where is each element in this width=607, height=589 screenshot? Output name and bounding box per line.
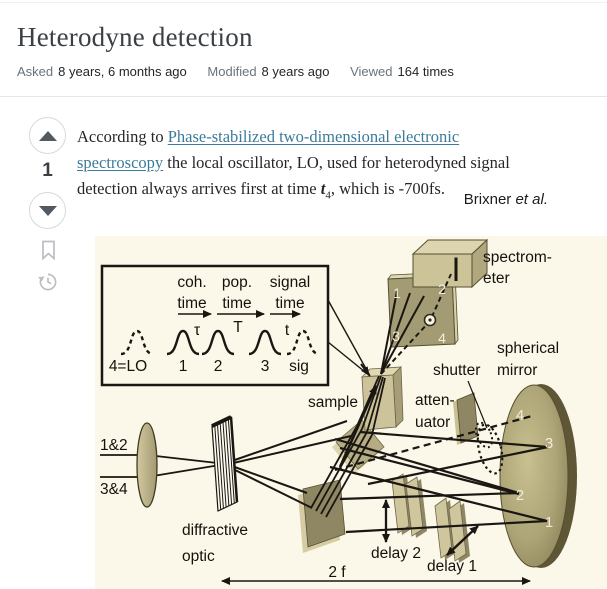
attenuator-label-2: uator: [415, 414, 450, 431]
delay2-plates[interactable]: [391, 473, 427, 538]
fold-mirror: [298, 479, 346, 553]
coh-time-label-1: coh.: [177, 274, 206, 291]
beams-1-2-label: 1&2: [100, 437, 128, 454]
question-text-3: , which is -700fs.: [330, 178, 445, 198]
paper-link[interactable]: Phase-stabilized two-dimensional electro…: [77, 126, 460, 172]
question-body: According to Phase-stabilized two-dimens…: [77, 124, 548, 208]
pulse-label-sig: sig: [289, 358, 309, 375]
signal-time-label-1: signal: [270, 274, 311, 291]
meta-viewed: Viewed 164 times: [350, 64, 454, 79]
meta-asked: Asked 8 years, 6 months ago: [17, 64, 187, 79]
meta-viewed-label: Viewed: [350, 64, 393, 79]
attenuator-label-1: atten-: [415, 392, 455, 409]
attribution-etal: et al.: [515, 191, 548, 208]
history-icon[interactable]: [37, 271, 59, 293]
spherical-mirror-label-2: mirror: [497, 362, 537, 379]
delay1-motion-arrow: [446, 525, 479, 556]
tau-symbol: τ: [194, 322, 200, 339]
pulse-label-3: 3: [261, 358, 270, 375]
question-text-2: the local oscillator, LO, used for heter…: [77, 152, 510, 198]
two-f-label: 2 f: [328, 564, 346, 581]
panel-number-4: 4: [438, 330, 446, 346]
attenuator-plate: [453, 392, 479, 445]
meta-modified-label: Modified: [207, 64, 257, 79]
downvote-button[interactable]: [29, 192, 66, 229]
pulse-sequence-inset: coh. time pop. time signal time τ T t 4=…: [100, 264, 371, 387]
optical-layout-svg: coh. time pop. time signal time τ T t 4=…: [95, 236, 607, 589]
t4-variable: t: [320, 178, 326, 198]
delay1-label: delay 1: [427, 558, 477, 575]
t4-subscript: 4: [325, 188, 331, 201]
panel-number-1: 1: [393, 285, 401, 301]
meta-modified-value[interactable]: 8 years ago: [261, 64, 330, 79]
meta-asked-label: Asked: [17, 64, 54, 79]
sample-label: sample: [308, 394, 358, 411]
figure-attribution: Brixner et al.: [77, 191, 548, 208]
T-symbol: T: [233, 319, 243, 336]
diffracted-beams: [228, 420, 352, 509]
mirror-number-2: 2: [516, 487, 524, 504]
diffractive-optic-label-1: diffractive: [182, 522, 248, 539]
delay2-label: delay 2: [371, 545, 421, 562]
down-arrow-icon: [38, 205, 57, 216]
meta-viewed-value: 164 times: [397, 64, 454, 79]
pulse-envelopes: [120, 329, 320, 356]
spectrometer-box: [411, 238, 489, 289]
pop-time-label-1: pop.: [222, 274, 252, 291]
signal-time-label-2: time: [275, 295, 304, 312]
spherical-mirror-label-1: spherical: [497, 340, 559, 357]
shutter-label: shutter: [433, 362, 480, 379]
beams-3-4-label: 3&4: [100, 481, 128, 498]
spherical-mirror: [499, 384, 577, 568]
header-separator: [0, 96, 607, 97]
meta-asked-value: 8 years, 6 months ago: [58, 64, 187, 79]
bookmark-icon[interactable]: [40, 240, 57, 260]
meta-modified: Modified 8 years ago: [207, 64, 329, 79]
pop-time-label-2: time: [222, 295, 251, 312]
coh-time-label-2: time: [177, 295, 206, 312]
panel-number-3: 3: [392, 328, 400, 344]
diffractive-optic: [211, 415, 239, 512]
shutter-aperture-dotted: [474, 421, 504, 475]
mirror-number-4: 4: [516, 407, 524, 424]
panel-number-2: 2: [438, 281, 446, 297]
attribution-name: Brixner: [463, 191, 516, 208]
question-title[interactable]: Heterodyne detection: [17, 22, 253, 52]
experiment-setup-figure: coh. time pop. time signal time τ T t 4=…: [95, 236, 607, 589]
question-meta: Asked 8 years, 6 months ago Modified 8 yea…: [17, 64, 471, 79]
t-symbol: t: [285, 322, 290, 339]
signal-arrow: [338, 385, 378, 468]
pulse-label-lo: 4=LO: [109, 358, 147, 375]
diffractive-optic-label-2: optic: [182, 548, 215, 565]
top-hairline: [0, 2, 607, 3]
mirror-number-3: 3: [545, 435, 553, 452]
upvote-button[interactable]: [29, 117, 66, 154]
pulse-label-2: 2: [214, 358, 223, 375]
mirror-number-1: 1: [545, 514, 553, 531]
question-text-1: According to: [77, 126, 168, 146]
spectrometer-label-2: eter: [483, 270, 510, 287]
beams-to-detector: [380, 290, 425, 375]
shutter-pointer-line: [467, 380, 488, 429]
input-lens: [136, 422, 158, 508]
vote-count: 1: [42, 160, 53, 181]
pulse-label-1: 1: [179, 358, 188, 375]
spectrometer-label-1: spectrom-: [483, 249, 552, 266]
up-arrow-icon: [38, 130, 57, 141]
beam-paths: [329, 430, 549, 534]
